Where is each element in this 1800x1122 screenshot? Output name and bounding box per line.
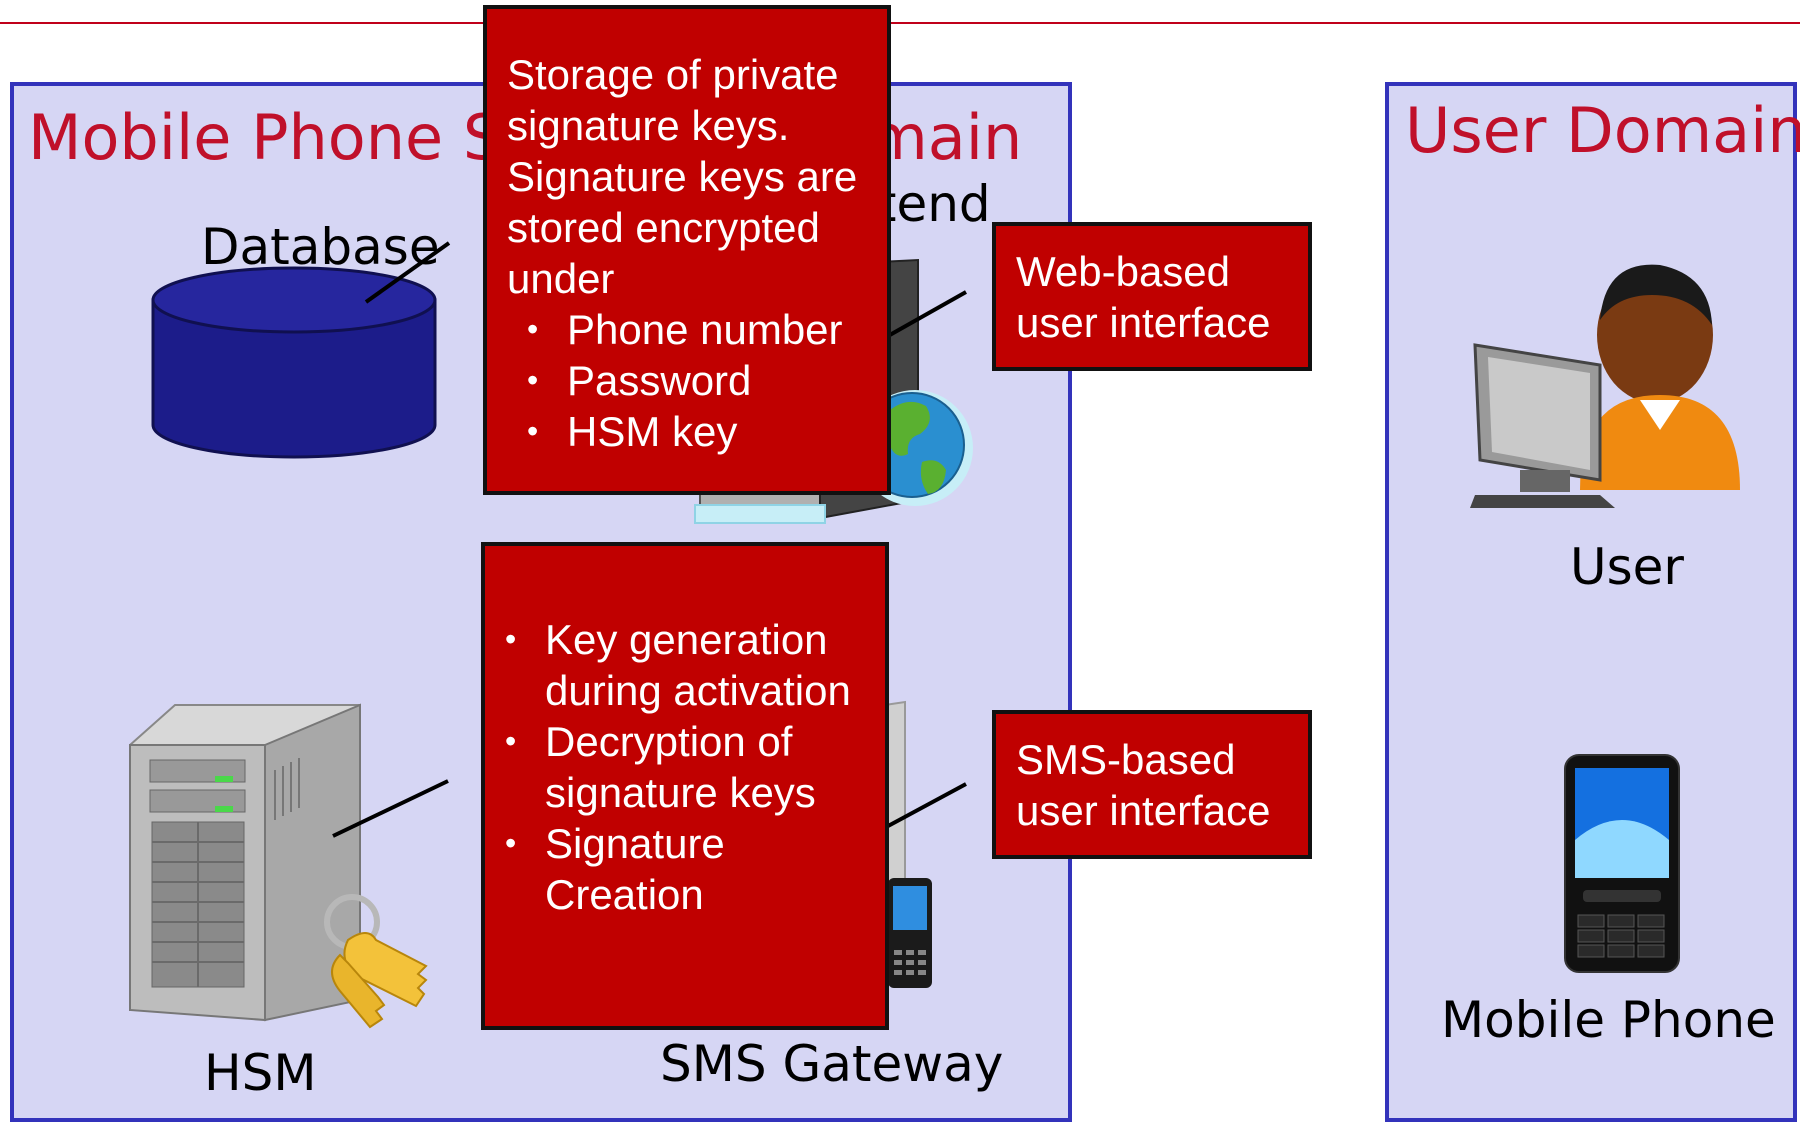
sms-ui-callout: SMS-based user interface: [992, 710, 1312, 859]
list-item: Signature Creation: [485, 818, 875, 920]
encryption-keys-list: Phone number Password HSM key: [507, 304, 887, 457]
sms-gateway-label: SMS Gateway: [660, 1035, 1004, 1093]
note-line: Signature keys are: [507, 153, 858, 200]
right-domain-title: User Domain: [1405, 94, 1800, 167]
list-item: Password: [507, 355, 887, 406]
hsm-label: HSM: [204, 1044, 317, 1102]
hsm-functions-list: Key generation during activation Decrypt…: [485, 614, 875, 920]
callout-line: user interface: [1016, 787, 1271, 834]
database-label: Database: [201, 218, 440, 276]
list-item: HSM key: [507, 406, 887, 457]
user-computer-icon: [1470, 264, 1740, 508]
note-line: signature keys.: [507, 102, 790, 149]
database-storage-note: Storage of private signature keys. Signa…: [483, 5, 891, 495]
sms-gateway-icon: [884, 700, 932, 988]
note-line: Storage of private: [507, 51, 839, 98]
note-line: under: [507, 255, 615, 302]
hsm-server-icon: [129, 703, 361, 1022]
user-label: User: [1570, 538, 1684, 596]
list-item: Decryption of signature keys: [485, 716, 875, 818]
top-rule: [0, 22, 1800, 24]
connector-lines: [332, 241, 967, 838]
database-icon: [151, 266, 437, 459]
list-item: Phone number: [507, 304, 887, 355]
callout-line: Web-based: [1016, 248, 1231, 295]
callout-line: user interface: [1016, 299, 1271, 346]
mobile-phone-label: Mobile Phone: [1441, 991, 1776, 1049]
hsm-functions-note: Key generation during activation Decrypt…: [481, 542, 889, 1030]
mobile-phone-icon: [1564, 754, 1680, 973]
keys-icon: [324, 894, 428, 1029]
note-line: stored encrypted: [507, 204, 820, 251]
web-ui-callout: Web-based user interface: [992, 222, 1312, 371]
list-item: Key generation during activation: [485, 614, 875, 716]
callout-line: SMS-based: [1016, 736, 1236, 783]
